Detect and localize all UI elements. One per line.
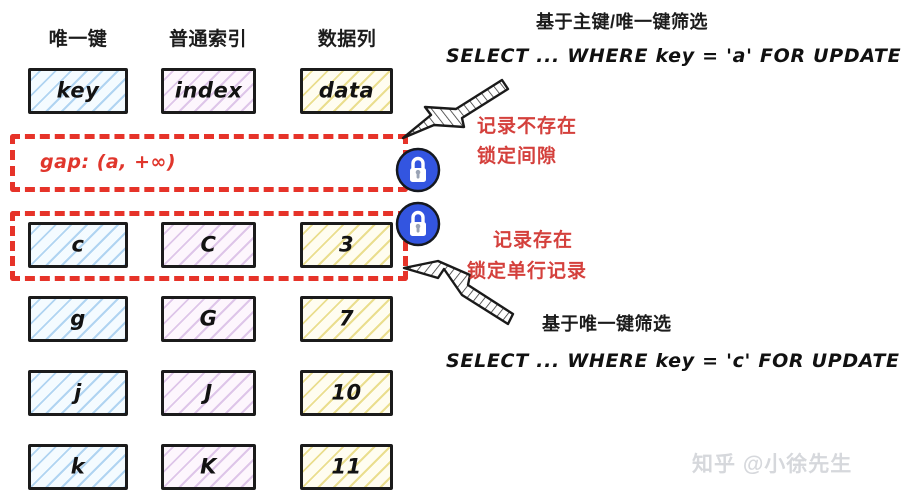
- cell-label: 10: [331, 380, 362, 405]
- table-row-cell-key: k: [28, 444, 128, 490]
- table-row-cell-data: 10: [300, 370, 393, 416]
- hatch-fill-key: [31, 447, 125, 487]
- table-row-cell-index: K: [161, 444, 256, 490]
- bottom-annotation-title: 基于唯一键筛选: [542, 314, 672, 334]
- table-row-cell-index: G: [161, 296, 256, 342]
- column-header-unique-key: 唯一键: [48, 29, 108, 50]
- cell-label: j: [74, 380, 82, 405]
- cell-label: index: [174, 78, 243, 103]
- bottom-annotation-sql: SELECT ... WHERE key = 'c' FOR UPDATE: [446, 350, 900, 372]
- hatch-fill-index: [164, 299, 253, 339]
- table-row-cell-index: C: [161, 222, 256, 268]
- cell-label: c: [71, 232, 85, 257]
- hatch-fill-key: [31, 373, 125, 413]
- cell-label: data: [318, 78, 375, 103]
- cell-label: key: [56, 78, 100, 103]
- cell-data-header: data: [300, 68, 393, 114]
- hatch-fill-data: [303, 225, 390, 265]
- cell-label: 3: [338, 232, 355, 257]
- top-annotation-note-line2: 锁定间隙: [477, 146, 558, 167]
- table-row-cell-data: 3: [300, 222, 393, 268]
- hatch-fill-key: [31, 299, 125, 339]
- table-row-cell-key: c: [28, 222, 128, 268]
- gap-lock-icon: [395, 147, 441, 193]
- cell-key-header: key: [28, 68, 128, 114]
- cell-label: G: [199, 306, 218, 331]
- hatch-fill-data: [303, 373, 390, 413]
- top-annotation-sql: SELECT ... WHERE key = 'a' FOR UPDATE: [446, 45, 902, 67]
- cell-label: J: [204, 380, 213, 405]
- record-pointer-arrow: [400, 258, 520, 335]
- hatch-fill-data: [303, 447, 390, 487]
- hatch-fill-index: [164, 373, 253, 413]
- hatch-fill-key: [31, 225, 125, 265]
- gap-range-label: gap: (a, +∞): [40, 151, 177, 173]
- table-row-cell-key: j: [28, 370, 128, 416]
- column-header-data-column: 数据列: [317, 29, 377, 50]
- watermark: 知乎 @小徐先生: [692, 453, 853, 476]
- hatch-fill-data: [303, 299, 390, 339]
- hatch-fill-key: [31, 71, 125, 111]
- record-lock-selection-box: [10, 211, 408, 281]
- hatch-fill-index: [164, 71, 253, 111]
- top-annotation-note-line1: 记录不存在: [477, 116, 578, 137]
- cell-label: 11: [331, 454, 362, 479]
- cell-label: K: [200, 454, 217, 479]
- cell-label: 7: [338, 306, 355, 331]
- cell-label: g: [70, 306, 86, 331]
- hatch-fill-data: [303, 71, 390, 111]
- table-row-cell-data: 7: [300, 296, 393, 342]
- cell-label: k: [70, 454, 86, 479]
- record-lock-icon: [395, 201, 441, 247]
- table-row-cell-index: J: [161, 370, 256, 416]
- column-header-normal-index: 普通索引: [168, 29, 247, 50]
- cell-index-header: index: [161, 68, 256, 114]
- hatch-fill-index: [164, 447, 253, 487]
- hatch-fill-index: [164, 225, 253, 265]
- table-row-cell-key: g: [28, 296, 128, 342]
- table-row-cell-data: 11: [300, 444, 393, 490]
- top-annotation-title: 基于主键/唯一键筛选: [536, 12, 709, 32]
- cell-label: C: [200, 232, 217, 257]
- bottom-annotation-note-line2: 锁定单行记录: [467, 261, 588, 282]
- gap-pointer-arrow: [398, 78, 513, 149]
- bottom-annotation-note-line1: 记录存在: [493, 230, 574, 251]
